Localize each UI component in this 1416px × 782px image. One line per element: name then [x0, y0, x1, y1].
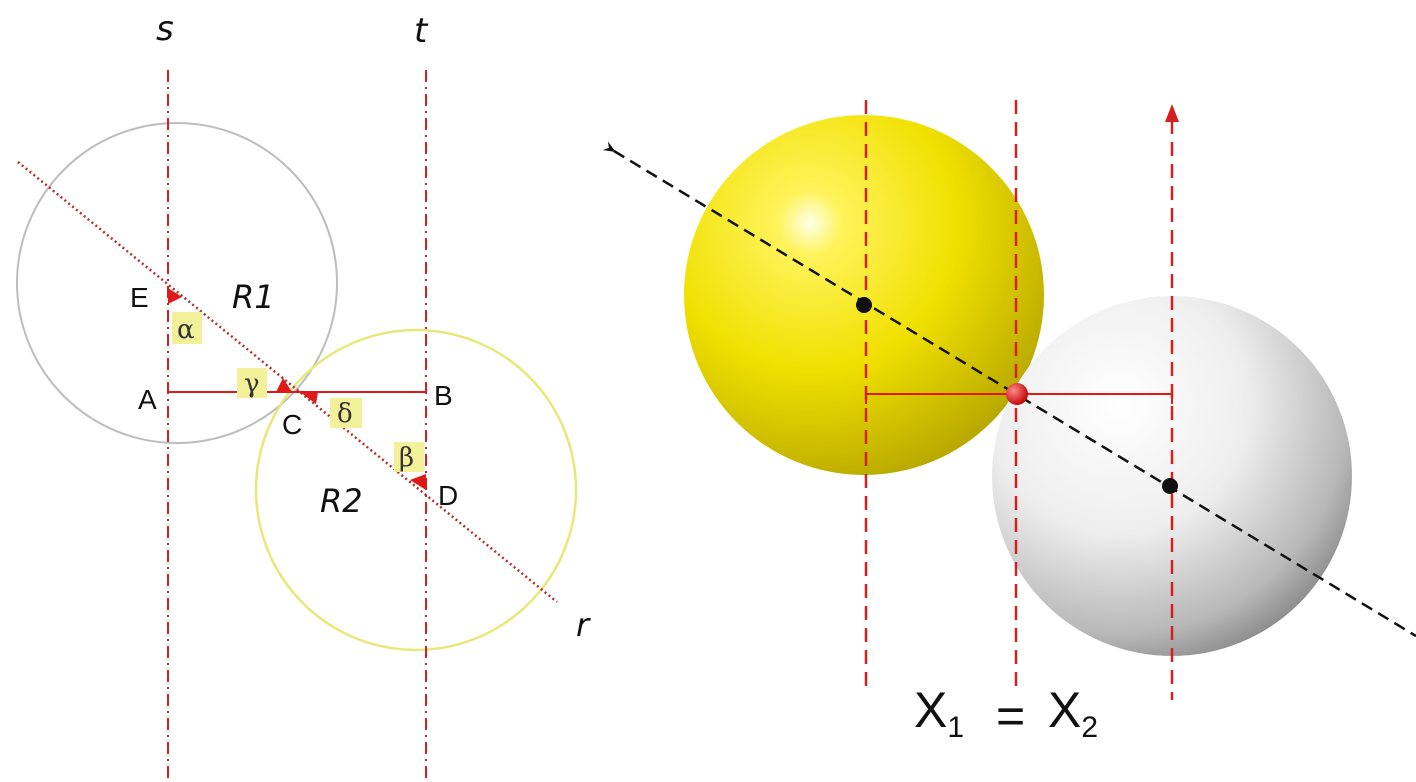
- gamma-highlight: [237, 368, 267, 398]
- circle-r2: [254, 328, 578, 652]
- center-line: [602, 141, 1416, 638]
- equation-x1: X1: [914, 682, 964, 744]
- label-point-c: C: [282, 409, 302, 440]
- equation-x1-subscript: 1: [947, 711, 964, 744]
- equation-x1-letter: X: [914, 682, 947, 738]
- label-s: s: [156, 9, 174, 49]
- yellow-sphere: [684, 115, 1044, 475]
- equation-equals: =: [996, 688, 1025, 744]
- label-r2: R2: [320, 482, 363, 520]
- contact-point: [1006, 383, 1028, 405]
- label-point-a: A: [138, 384, 157, 415]
- label-t: t: [414, 11, 429, 51]
- alpha-highlight: [172, 312, 202, 344]
- label-beta: β: [399, 443, 414, 473]
- line-r: [17, 161, 558, 603]
- label-alpha: α: [177, 315, 195, 345]
- axis-arrow-head: [1165, 104, 1179, 122]
- angle-marker-gamma: [276, 378, 292, 392]
- label-gamma: γ: [244, 369, 260, 399]
- angle-marker-e: [168, 288, 182, 304]
- label-r1: R1: [232, 278, 275, 316]
- equation-x2: X2: [1048, 682, 1098, 744]
- white-center-dot: [1162, 478, 1178, 494]
- label-r: r: [576, 606, 591, 644]
- label-point-d: D: [438, 480, 458, 511]
- distance-x1-line: [865, 393, 1016, 404]
- distance-x2-line: [1016, 393, 1173, 404]
- angle-marker-d: [410, 474, 426, 490]
- label-point-b: B: [434, 380, 453, 411]
- left-geometry-diagram: s t r E A B C D R1 R2 α γ δ β: [16, 9, 591, 782]
- label-delta: δ: [337, 399, 353, 429]
- angle-marker-delta: [300, 392, 318, 404]
- right-spheres-diagram: X1 = X2: [602, 100, 1416, 744]
- equation-x2-subscript: 2: [1081, 711, 1098, 744]
- circle-r1: [16, 122, 338, 444]
- delta-highlight: [330, 398, 362, 428]
- equation-x2-letter: X: [1048, 682, 1081, 738]
- beta-highlight: [394, 442, 424, 472]
- label-point-e: E: [130, 282, 149, 313]
- yellow-center-dot: [856, 297, 872, 313]
